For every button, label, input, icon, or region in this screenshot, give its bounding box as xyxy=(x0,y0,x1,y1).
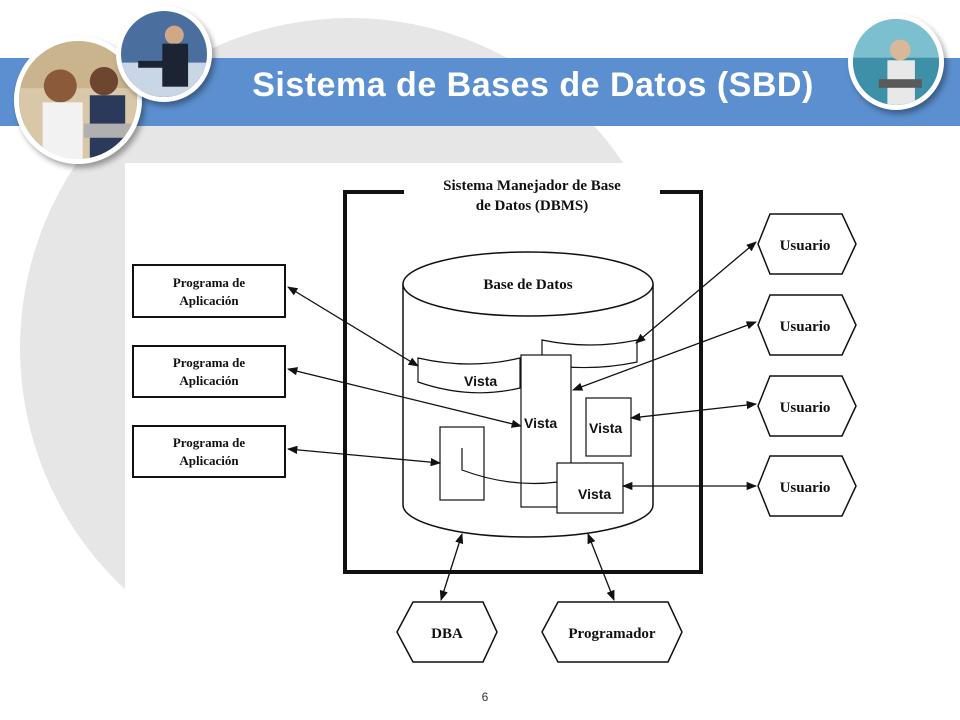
program-1-line2: Aplicación xyxy=(179,293,239,308)
arrow-program2-view xyxy=(286,367,523,428)
handshake-photo-image xyxy=(116,6,212,102)
view-label-2: Vista xyxy=(524,415,557,431)
dbms-label-background xyxy=(404,168,660,220)
businessman-photo-image xyxy=(848,14,944,110)
slide-title: Sistema de Bases de Datos (SBD) xyxy=(252,66,814,104)
program-3-line1: Programa de xyxy=(173,435,246,450)
view-label-4: Vista xyxy=(578,486,611,502)
dbms-label-line1: Sistema Manejador de Base xyxy=(443,178,621,194)
arrow-dba-db xyxy=(439,533,464,601)
dba-box: DBA xyxy=(396,601,498,663)
arrow-program1-view xyxy=(287,286,419,367)
view-shape-5 xyxy=(556,462,624,514)
dba-label: DBA xyxy=(431,626,463,642)
view-shape-4b xyxy=(461,448,559,485)
user-1-label: Usuario xyxy=(780,238,831,254)
programmer-label: Programador xyxy=(568,626,656,642)
user-box-1: Usuario xyxy=(757,213,857,275)
program-box-3: Programa de Aplicación xyxy=(132,425,286,478)
dbms-label-line2: de Datos (DBMS) xyxy=(476,198,589,214)
database-label: Base de Datos xyxy=(483,277,572,293)
programmer-box: Programador xyxy=(541,601,683,663)
arrow-user2-view xyxy=(572,321,757,391)
user-3-label: Usuario xyxy=(780,400,831,416)
user-box-3: Usuario xyxy=(757,375,857,437)
program-2-line2: Aplicación xyxy=(179,373,239,388)
program-1-line1: Programa de xyxy=(173,275,246,290)
user-2-label: Usuario xyxy=(780,319,831,335)
user-box-4: Usuario xyxy=(757,455,857,517)
page-number: 6 xyxy=(481,690,489,704)
arrow-user3-view xyxy=(629,400,758,422)
program-box-2: Programa de Aplicación xyxy=(132,345,286,398)
program-2-line1: Programa de xyxy=(173,355,246,370)
program-3-line2: Aplicación xyxy=(179,453,239,468)
arrow-programmer-db xyxy=(587,533,615,601)
view-label-3: Vista xyxy=(589,420,622,436)
view-label-1: Vista xyxy=(464,373,497,389)
view-shape-3 xyxy=(585,397,632,457)
user-box-2: Usuario xyxy=(757,294,857,356)
user-4-label: Usuario xyxy=(780,480,831,496)
arrow-program3-view xyxy=(286,445,442,467)
program-box-1: Programa de Aplicación xyxy=(132,264,286,318)
